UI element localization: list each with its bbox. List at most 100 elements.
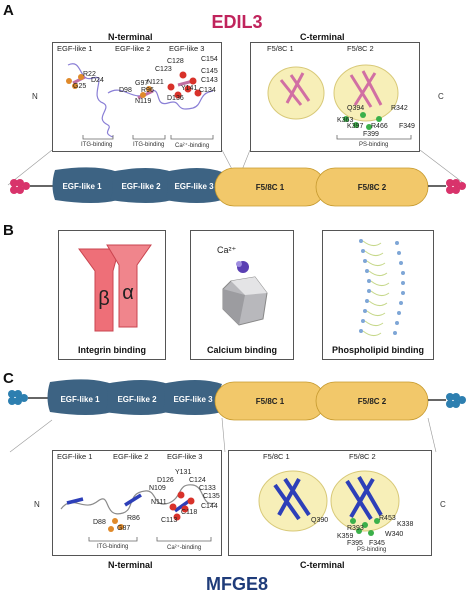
edil3-egf1-header: EGF-like 1 xyxy=(57,44,93,53)
mfge8-domain-f58c1: F5/8C 1 xyxy=(256,397,285,406)
edil3-res-f399: F399 xyxy=(363,131,379,138)
edil3-res-n121: N121 xyxy=(147,79,164,86)
mfge8-res-c144: C144 xyxy=(201,503,218,510)
edil3-n-terminal-structure: EGF-like 1 EGF-like 2 EGF-like 3 R22 D24… xyxy=(52,42,222,152)
calcium-ion-label: Ca²⁺ xyxy=(217,245,237,255)
edil3-res-c134: C134 xyxy=(199,87,216,94)
edil3-res-r22: R22 xyxy=(83,71,96,78)
mfge8-res-r453: R453 xyxy=(379,515,396,522)
edil3-res-d136: D136 xyxy=(167,95,184,102)
mfge8-n-terminal-label: N-terminal xyxy=(108,560,153,570)
edil3-res-k397: K397 xyxy=(347,123,364,130)
edil3-res-n119: N119 xyxy=(135,98,152,105)
edil3-res-k363: K363 xyxy=(337,117,354,124)
edil3-ca-binding: Ca²⁺-binding xyxy=(175,143,210,149)
mfge8-egf3-header: EGF-like 3 xyxy=(167,452,203,461)
mfge8-res-k338: K338 xyxy=(397,521,414,528)
mfge8-c-terminal-label: C-terminal xyxy=(300,560,345,570)
edil3-res-y141: Y141 xyxy=(181,85,198,92)
mfge8-domain-bar: EGF-like 1 EGF-like 2 EGF-like 3 F5/8C 1… xyxy=(8,379,466,453)
mfge8-ps-binding: PS-binding xyxy=(357,547,387,553)
edil3-res-c123: C123 xyxy=(155,66,172,73)
edil3-itg-binding-1: ITG-binding xyxy=(81,142,113,148)
edil3-res-c145: C145 xyxy=(201,68,218,75)
mfge8-res-d126: D126 xyxy=(157,477,174,484)
integrin-icon: β α xyxy=(78,244,152,332)
edil3-domain-egf2: EGF-like 2 xyxy=(121,182,161,191)
mfge8-c-terminal-structure: F5/8C 1 F5/8C 2 Q390 R453 K338 R393 K359… xyxy=(228,450,432,556)
mfge8-res-f345: F345 xyxy=(369,540,385,547)
edil3-res-r342: R342 xyxy=(391,105,408,112)
panel-letter-c: C xyxy=(3,370,14,387)
mfge8-domain-egf2: EGF-like 2 xyxy=(117,395,157,404)
calcium-binding-caption: Calcium binding xyxy=(206,345,277,355)
mfge8-itg-binding: ITG-binding xyxy=(97,544,129,550)
mfge8-c-ribbon xyxy=(258,470,400,536)
edil3-c-end-label: C xyxy=(438,92,444,101)
mfge8-res-d88: D88 xyxy=(93,519,106,526)
integrin-beta-label: β xyxy=(98,288,110,310)
mfge8-domain-f58c2: F5/8C 2 xyxy=(358,397,387,406)
integrin-binding-box: β α Integrin binding xyxy=(58,230,166,360)
edil3-domain-f58c2: F5/8C 2 xyxy=(358,183,387,192)
mfge8-res-q390: Q390 xyxy=(311,517,329,524)
mfge8-egf2-header: EGF-like 2 xyxy=(113,452,149,461)
edil3-res-c128: C128 xyxy=(167,58,184,65)
edil3-res-r466: R466 xyxy=(371,123,388,130)
mfge8-c-end-label: C xyxy=(440,500,446,509)
mfge8-res-f395: F395 xyxy=(347,540,363,547)
edil3-res-r96: R96 xyxy=(141,87,154,94)
mfge8-res-r393: R393 xyxy=(347,525,364,532)
phospholipid-binding-box: Phospholipid binding xyxy=(322,230,434,360)
edil3-domain-egf1: EGF-like 1 xyxy=(62,182,102,191)
integrin-alpha-label: α xyxy=(122,282,134,304)
edil3-c-terminal-label: C-terminal xyxy=(300,32,345,42)
edil3-domain-bar: EGF-like 1 EGF-like 2 EGF-like 3 F5/8C 1… xyxy=(7,150,467,207)
edil3-c-terminal-structure: F5/8C 1 F5/8C 2 Q394 R342 K363 K397 R466… xyxy=(250,42,420,152)
edil3-egf2-header: EGF-like 2 xyxy=(115,44,151,53)
edil3-domain-egf3: EGF-like 3 xyxy=(174,182,214,191)
mfge8-res-k359: K359 xyxy=(337,533,354,540)
edil3-res-f349: F349 xyxy=(399,123,415,130)
mfge8-res-n111: N111 xyxy=(151,499,167,506)
mfge8-res-c124: C124 xyxy=(189,477,206,484)
edil3-res-d98: D98 xyxy=(119,87,132,94)
phospholipid-binding-caption: Phospholipid binding xyxy=(332,345,424,355)
panel-letter-a: A xyxy=(3,2,14,19)
mfge8-title: MFGE8 xyxy=(205,574,268,594)
edil3-itg-binding-2: ITG-binding xyxy=(133,142,165,148)
mfge8-res-c113: C113 xyxy=(161,517,178,524)
edil3-n-end-label: N xyxy=(32,92,38,101)
edil3-n-terminal-label: N-terminal xyxy=(108,32,153,42)
phospholipid-bilayer-icon xyxy=(359,239,405,337)
edil3-f58c2-header: F5/8C 2 xyxy=(347,44,374,53)
mfge8-res-y131: Y131 xyxy=(175,469,192,476)
edil3-egf3-header: EGF-like 3 xyxy=(169,44,205,53)
edil3-f58c1-header: F5/8C 1 xyxy=(267,44,294,53)
edil3-res-d24: D24 xyxy=(91,77,104,84)
edil3-c-ribbon xyxy=(267,64,399,130)
calcium-binding-box: Ca²⁺ Calcium binding xyxy=(190,230,294,360)
edil3-beads-left xyxy=(10,179,30,194)
mfge8-res-w340: W340 xyxy=(385,531,404,538)
mfge8-res-c133: C133 xyxy=(199,485,216,492)
mfge8-res-r86: R86 xyxy=(127,515,140,522)
edil3-res-g25: G25 xyxy=(73,83,87,90)
calcium-crystal-icon xyxy=(222,261,268,326)
mfge8-domain-egf3: EGF-like 3 xyxy=(173,395,213,404)
edil3-ps-binding: PS-binding xyxy=(359,142,389,148)
mfge8-n-ribbon xyxy=(60,484,216,532)
panel-letter-b: B xyxy=(3,222,14,239)
edil3-res-g97: G97 xyxy=(135,80,149,87)
mfge8-ca-binding: Ca²⁺-binding xyxy=(167,545,202,551)
mfge8-beads-right xyxy=(446,393,466,408)
edil3-res-c154: C154 xyxy=(201,56,218,63)
mfge8-domain-egf1: EGF-like 1 xyxy=(60,395,100,404)
edil3-res-q394: Q394 xyxy=(347,105,365,112)
mfge8-res-c135: C135 xyxy=(203,493,220,500)
mfge8-f58c2-header: F5/8C 2 xyxy=(349,452,376,461)
mfge8-res-g87: G87 xyxy=(117,525,131,532)
mfge8-n-terminal-structure: EGF-like 1 EGF-like 2 EGF-like 3 Y131 D1… xyxy=(52,450,222,556)
integrin-binding-caption: Integrin binding xyxy=(78,345,146,355)
edil3-title: EDIL3 xyxy=(211,12,263,32)
